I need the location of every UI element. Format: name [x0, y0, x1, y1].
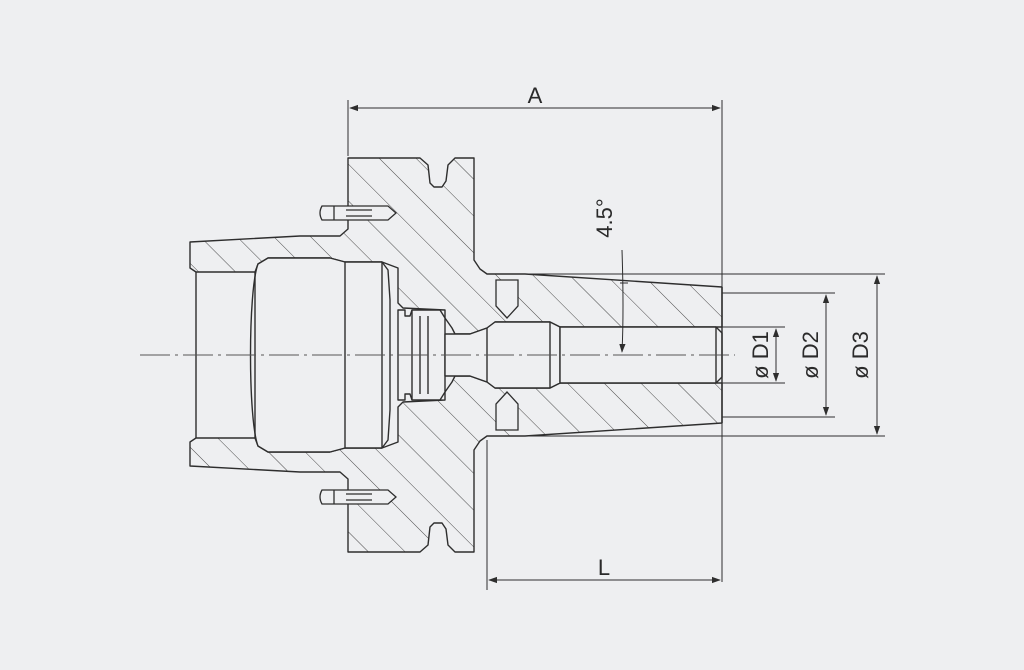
dimension-lines — [347, 100, 885, 590]
drive-key-upper — [319, 205, 397, 221]
label-l: L — [598, 555, 610, 580]
label-d1: ø D1 — [748, 331, 773, 379]
label-angle: 4.5° — [592, 198, 617, 237]
label-d3: ø D3 — [848, 331, 873, 379]
angle-arc — [619, 249, 626, 353]
label-a: A — [528, 83, 543, 108]
radial-screws — [495, 279, 519, 431]
drive-key-lower — [319, 489, 397, 505]
label-d2: ø D2 — [798, 331, 823, 379]
